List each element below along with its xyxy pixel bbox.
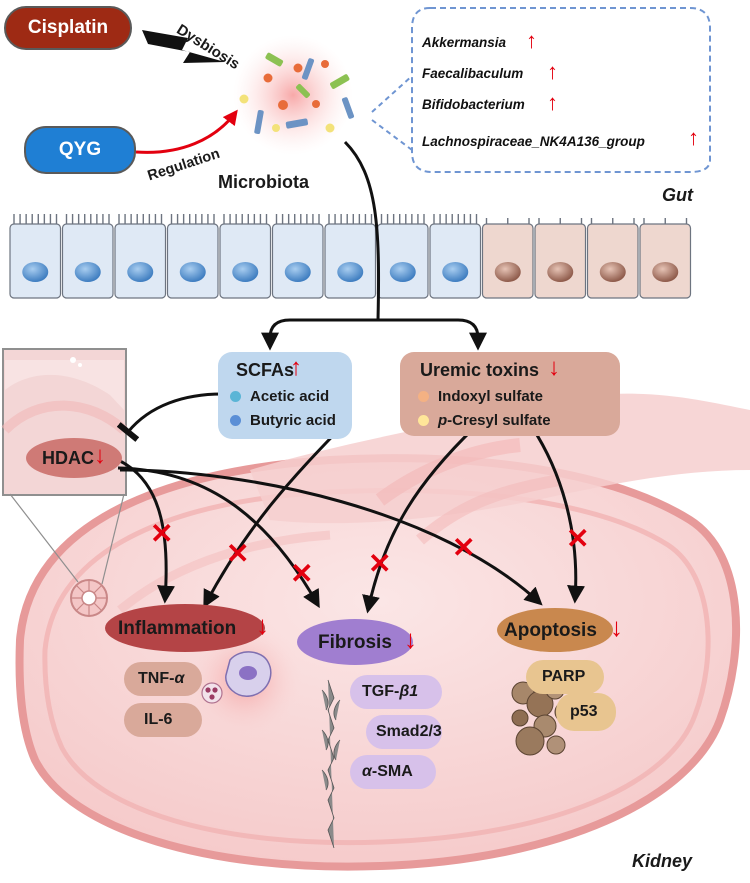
marker-smad: Smad2/3 [376,723,442,740]
bacteria-item-akkermansia: Akkermansia [422,35,507,50]
epithelial-cell [429,214,482,299]
epithelial-cell [9,214,62,299]
damaged-epithelial-cell [534,218,587,299]
damaged-epithelial-cell [481,218,534,299]
blocked-cross-3: ✕ [290,558,314,589]
marker-tnf: TNF-α [138,670,185,687]
bacteria-item-bifidobacterium: Bifidobacterium [422,97,525,112]
kidney-label: Kidney [632,851,693,871]
pill-shapes [26,352,620,789]
toxin-item-indoxyl: Indoxyl sulfate [418,389,543,404]
microbiota-label: Microbiota [218,172,310,192]
tubule-cross-section-icon [70,579,108,617]
blocked-cross-6: ✕ [566,523,590,554]
apoptotic-cells-icon [511,680,576,756]
qyg-pill: QYG [24,126,136,174]
blocked-cross-2: ✕ [226,538,250,569]
bacteria-callout [371,7,711,173]
epithelial-cell [271,214,324,299]
uremic-toxins-down-arrow: ↓ [548,354,560,381]
fibroblast-icon [321,679,341,849]
marker-sma: α-SMA [362,763,413,780]
epithelial-cell [324,214,377,299]
scfas-up-arrow: ↑ [290,354,302,381]
scfa-item-butyric: Butyric acid [230,413,336,428]
bacteria-item-faecalibaculum: Faecalibaculum [422,66,524,81]
apoptosis-label: Apoptosis [504,620,597,641]
fibrosis-down-arrow: ↓ [404,624,417,654]
epithelial-cell [61,214,114,299]
qyg-label: QYG [58,139,102,160]
epithelial-cell [219,214,272,299]
blocked-cross-4: ✕ [368,548,392,579]
blocked-cross-5: ✕ [452,532,476,563]
inflammation-down-arrow: ↓ [256,610,269,640]
inflammation-label: Inflammation [118,618,237,639]
bacteria-up-arrow-4: ↑ [688,125,699,150]
marker-il6: IL-6 [144,711,173,728]
indoxyl-dot [418,391,429,402]
microbiota-cloud [233,35,355,155]
damaged-epithelial-cell [639,218,692,299]
uremic-toxins-title: Uremic toxins [420,360,540,380]
cresyl-dot [418,415,429,426]
epithelial-cell [376,214,429,299]
regulation-arrow [135,109,238,154]
blocked-cross-1: ✕ [150,518,174,549]
hdac-down-arrow: ↓ [94,442,106,469]
scfa-item-acetic: Acetic acid [230,389,329,404]
gut-epithelium [8,214,710,300]
epithelial-cell [114,214,167,299]
bacteria-up-arrow-1: ↑ [526,28,537,53]
toxin-item-cresyl: p-Cresyl sulfate [418,413,551,428]
microbiota-connector [261,140,487,351]
scfas-title: SCFAs [236,360,295,380]
macrophage-icon [225,651,272,697]
gut-label: Gut [662,185,693,205]
bacteria-up-arrow-3: ↑ [547,90,558,115]
damaged-epithelial-cell [586,218,639,299]
fibrosis-label: Fibrosis [318,632,392,653]
neutrophil-icon [201,682,223,704]
marker-p53: p53 [570,703,598,720]
epithelial-cell [166,214,219,299]
cisplatin-label: Cisplatin [27,17,109,38]
butyric-dot [230,415,241,426]
marker-tgf: TGF-β1 [362,683,419,700]
bacteria-item-lachnospiraceae: Lachnospiraceae_NK4A136_group [422,134,645,149]
hdac-label: HDAC [42,448,94,468]
cisplatin-pill: Cisplatin [4,6,132,50]
acetic-dot [230,391,241,402]
apoptosis-down-arrow: ↓ [610,612,623,642]
lightning-bolt-icon [142,30,225,63]
scfas-inhibit-line [116,392,223,442]
marker-parp: PARP [542,668,586,685]
bacteria-up-arrow-2: ↑ [547,59,558,84]
